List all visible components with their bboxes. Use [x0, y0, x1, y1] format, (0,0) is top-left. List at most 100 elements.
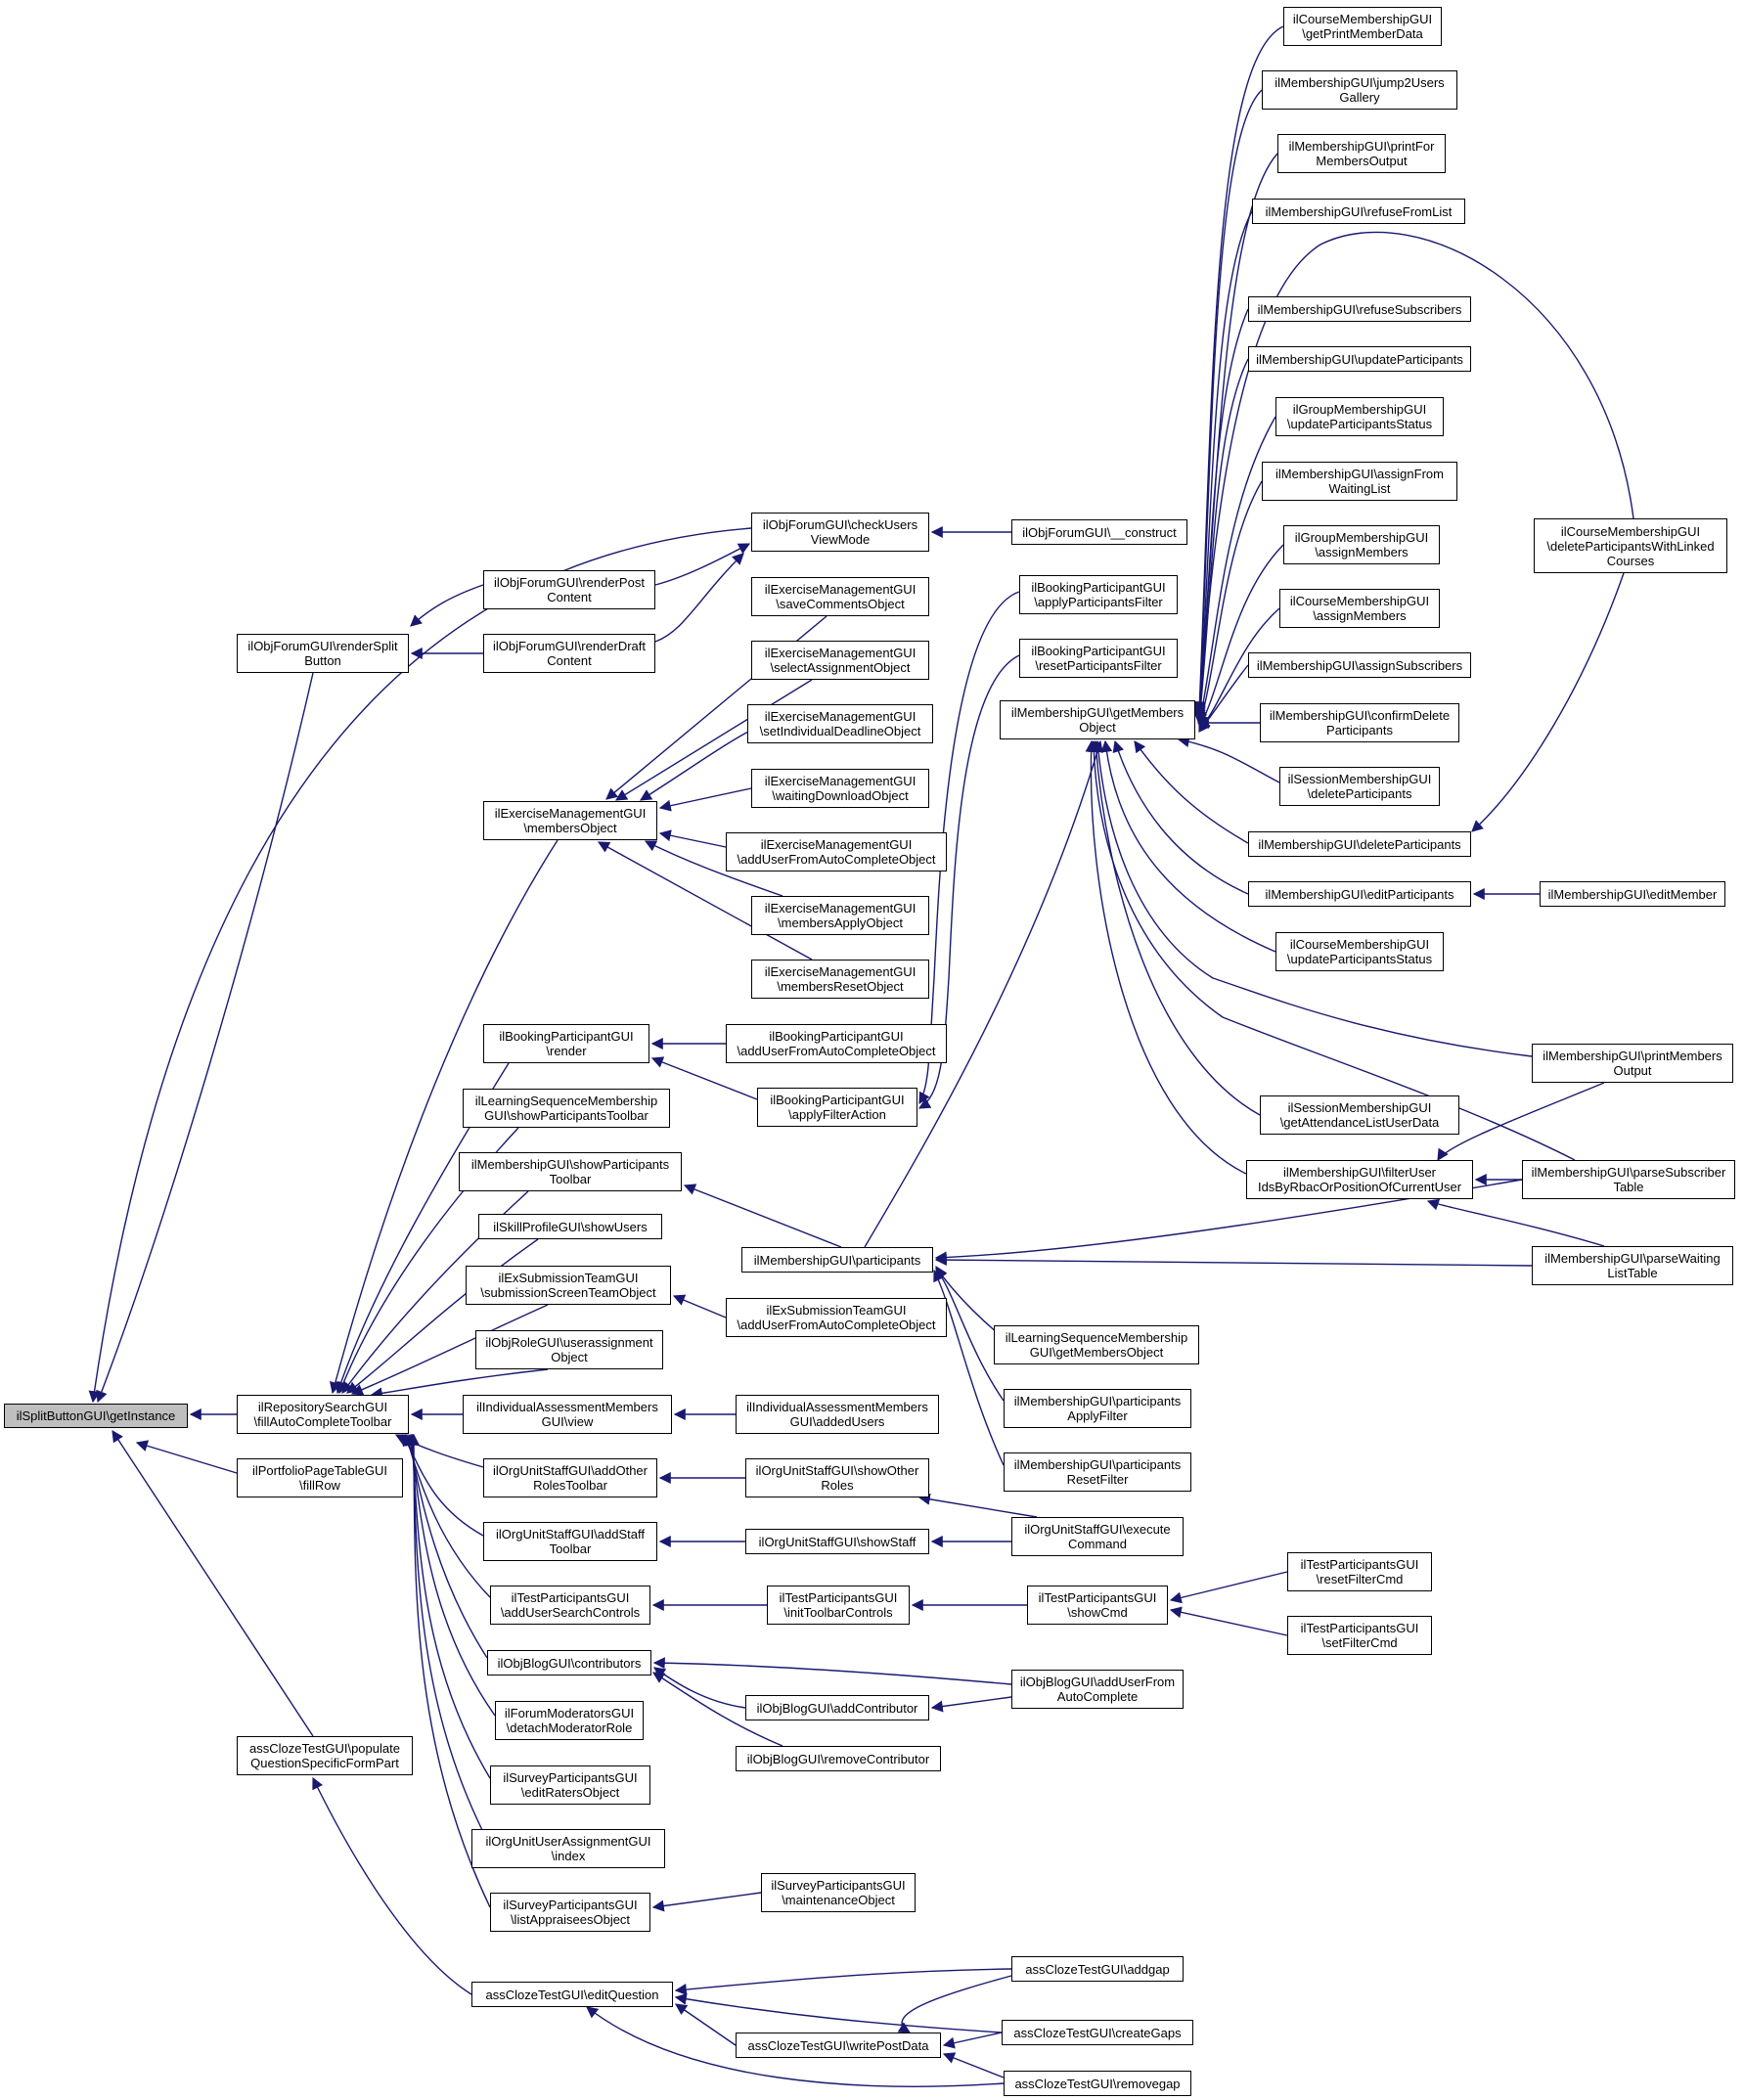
edge-rpost-to-rsplit [410, 584, 484, 627]
node-exercise-set-individual-deadline[interactable]: ilExerciseManagementGUI\setIndividualDea… [747, 704, 933, 743]
node-membership-edit-member[interactable]: ilMembershipGUI\editMember [1540, 881, 1725, 907]
node-exercise-waiting-download[interactable]: ilExerciseManagementGUI\waitingDownloadO… [751, 769, 929, 808]
node-session-get-attendance-list[interactable]: ilSessionMembershipGUI\getAttendanceList… [1260, 1095, 1459, 1135]
node-membership-participants[interactable]: ilMembershipGUI\participants [741, 1247, 933, 1273]
node-cloze-edit-question[interactable]: assClozeTestGUI\editQuestion [471, 1982, 673, 2007]
node-exsub-add-user-autocomplete[interactable]: ilExSubmissionTeamGUI\addUserFromAutoCom… [726, 1298, 947, 1337]
node-booking-apply-filter-action[interactable]: ilBookingParticipantGUI\applyFilterActio… [757, 1088, 917, 1127]
edge-tpreset-to-tpshow [1169, 1571, 1288, 1604]
edge-grpassign-to-getmembers [1198, 544, 1284, 730]
node-course-delete-participants-with-linked-courses[interactable]: ilCourseMembershipGUI\deleteParticipants… [1534, 518, 1727, 573]
node-repository-search-autocomplete[interactable]: ilRepositorySearchGUI\fillAutoCompleteTo… [237, 1395, 409, 1434]
node-cloze-addgap[interactable]: assClozeTestGUI\addgap [1011, 1956, 1184, 1982]
node-cloze-write-post-data[interactable]: assClozeTestGUI\writePostData [736, 2033, 941, 2058]
edge-writepost-to-editq [675, 2003, 737, 2046]
node-portfolio-fill-row[interactable]: ilPortfolioPageTableGUI\fillRow [237, 1458, 403, 1497]
node-exercise-members-object[interactable]: ilExerciseManagementGUI\membersObject [483, 801, 657, 840]
node-test-add-user-search[interactable]: ilTestParticipantsGUI\addUserSearchContr… [490, 1586, 650, 1625]
node-test-set-filter-cmd[interactable]: ilTestParticipantsGUI\setFilterCmd [1287, 1616, 1432, 1655]
node-booking-apply-participants-filter[interactable]: ilBookingParticipantGUI\applyParticipant… [1019, 575, 1178, 614]
node-membership-refuse-from-list[interactable]: ilMembershipGUI\refuseFromList [1252, 199, 1465, 224]
node-forum-construct[interactable]: ilObjForumGUI\__construct [1011, 519, 1187, 545]
edge-removegap-to-editq [586, 2006, 1005, 2087]
node-test-reset-filter-cmd[interactable]: ilTestParticipantsGUI\resetFilterCmd [1287, 1552, 1432, 1591]
node-booking-render[interactable]: ilBookingParticipantGUI\render [483, 1024, 649, 1063]
node-group-assign-members[interactable]: ilGroupMembershipGUI\assignMembers [1283, 525, 1440, 564]
node-blog-add-contributor[interactable]: ilObjBlogGUI\addContributor [745, 1695, 929, 1720]
node-cloze-create-gaps[interactable]: assClozeTestGUI\createGaps [1002, 2020, 1193, 2045]
edge-addgap-to-writepost [897, 1975, 1012, 2033]
edge-printmembers-to-filteruser [1437, 1082, 1605, 1162]
node-skill-show-users[interactable]: ilSkillProfileGUI\showUsers [478, 1214, 662, 1239]
edge-exsubadd-to-exsubteam [672, 1294, 727, 1318]
edge-checkusers-to-split [88, 527, 752, 1404]
edge-crsdellinked-to-msdel [1471, 572, 1625, 832]
edge-exmembers-to-repo [329, 839, 559, 1395]
edge-bkapplyf-to-bkaction [918, 591, 1020, 1105]
node-test-init-toolbar[interactable]: ilTestParticipantsGUI\initToolbarControl… [767, 1586, 910, 1625]
node-course-update-participants-status[interactable]: ilCourseMembershipGUI\updateParticipants… [1275, 932, 1444, 971]
node-membership-edit-participants[interactable]: ilMembershipGUI\editParticipants [1248, 881, 1471, 907]
node-membership-update-participants[interactable]: ilMembershipGUI\updateParticipants [1248, 346, 1471, 372]
node-membership-assign-subscribers[interactable]: ilMembershipGUI\assignSubscribers [1248, 652, 1471, 678]
edge-skill-to-repo [346, 1238, 539, 1394]
node-orgunit-user-assignment-index[interactable]: ilOrgUnitUserAssignmentGUI\index [471, 1829, 665, 1868]
node-membership-refuse-subscribers[interactable]: ilMembershipGUI\refuseSubscribers [1248, 296, 1471, 322]
node-group-update-participants-status[interactable]: ilGroupMembershipGUI\updateParticipantsS… [1275, 397, 1444, 436]
node-split-button-get-instance[interactable]: ilSplitButtonGUI\getInstance [4, 1404, 188, 1428]
node-course-assign-members[interactable]: ilCourseMembershipGUI\assignMembers [1279, 589, 1440, 628]
node-exercise-members-reset[interactable]: ilExerciseManagementGUI\membersResetObje… [751, 960, 929, 999]
node-cloze-removegap[interactable]: assClozeTestGUI\removegap [1004, 2071, 1191, 2096]
node-booking-add-user-autocomplete[interactable]: ilBookingParticipantGUI\addUserFromAutoC… [726, 1024, 947, 1063]
edge-partreset-to-participants [933, 1269, 1005, 1466]
node-booking-reset-participants-filter[interactable]: ilBookingParticipantGUI\resetParticipant… [1019, 639, 1178, 678]
node-exercise-add-user-autocomplete[interactable]: ilExerciseManagementGUI\addUserFromAutoC… [726, 832, 947, 871]
node-membership-delete-participants[interactable]: ilMembershipGUI\deleteParticipants [1248, 831, 1471, 857]
node-blog-remove-contributor[interactable]: ilObjBlogGUI\removeContributor [736, 1746, 941, 1771]
node-orgunit-show-staff[interactable]: ilOrgUnitStaffGUI\showStaff [745, 1529, 929, 1554]
node-exercise-select-assignment[interactable]: ilExerciseManagementGUI\selectAssignment… [751, 641, 929, 680]
node-exsub-submission-screen[interactable]: ilExSubmissionTeamGUI\submissionScreenTe… [466, 1266, 671, 1305]
node-session-delete-participants[interactable]: ilSessionMembershipGUI\deleteParticipant… [1279, 767, 1440, 806]
node-survey-maintenance[interactable]: ilSurveyParticipantsGUI\maintenanceObjec… [761, 1873, 916, 1912]
edge-jump2-to-getmembers [1193, 89, 1263, 716]
node-exercise-save-comments[interactable]: ilExerciseManagementGUI\saveCommentsObje… [751, 577, 929, 616]
node-course-get-print-member-data[interactable]: ilCourseMembershipGUI\getPrintMemberData [1283, 7, 1442, 46]
edge-blogauto-to-blog [652, 1657, 1012, 1685]
node-survey-list-appraisees[interactable]: ilSurveyParticipantsGUI\listAppraiseesOb… [490, 1893, 650, 1932]
node-test-show-cmd[interactable]: ilTestParticipantsGUI\showCmd [1027, 1586, 1168, 1625]
node-blog-contributors[interactable]: ilObjBlogGUI\contributors [487, 1650, 651, 1676]
edge-portfolio-to-split [135, 1440, 238, 1474]
edge-filteruser-to-getmembers [1085, 739, 1247, 1175]
node-survey-edit-raters[interactable]: ilSurveyParticipantsGUI\editRatersObject [490, 1765, 650, 1805]
node-exercise-members-apply[interactable]: ilExerciseManagementGUI\membersApplyObje… [751, 896, 929, 935]
node-forum-detach-moderator[interactable]: ilForumModeratorsGUI\detachModeratorRole [495, 1701, 644, 1740]
